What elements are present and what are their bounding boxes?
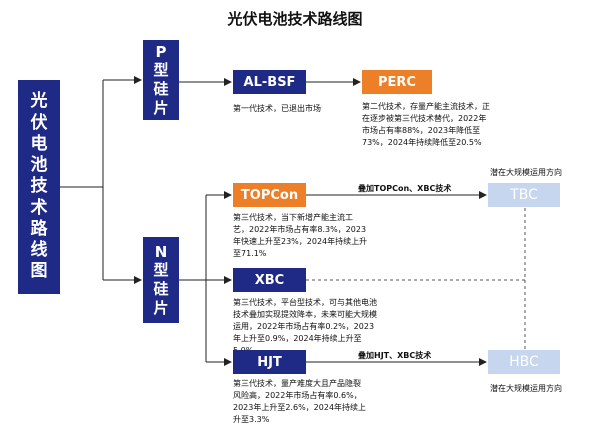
perc-desc: 第二代技术，存量产能主流技术，正在逐步被第三代技术替代，2022年市场占有率88…: [362, 102, 490, 147]
topcon-desc: 第三代技术，当下新增产能主流工艺，2022年市场占有率8.3%，2023年快速上…: [233, 213, 368, 258]
al-bsf-node: AL-BSF: [233, 70, 306, 94]
hbc-node: HBC: [488, 350, 560, 374]
xbc-desc: 第三代技术，平台型技术，可与其他电池技术叠加实现提效降本，未来可能大规模运用，2…: [233, 298, 377, 355]
hbc-note: 潜在大规模运用方向: [490, 384, 562, 393]
page-title: 光伏电池技术路线图: [227, 10, 363, 28]
hjt-desc: 第三代技术，量产难度大且产品隐裂风险高，2022年市场占有率0.6%，2023年…: [233, 379, 367, 424]
al-bsf-desc: 第一代技术，已退出市场: [233, 104, 321, 113]
xbc-node: XBC: [233, 268, 306, 292]
hjt-node: HJT: [233, 350, 306, 374]
p-type-node: P型硅片: [143, 40, 179, 120]
hjt-hbc-label: 叠加HJT、XBC技术: [358, 351, 432, 360]
topcon-tbc-label: 叠加TOPCon、XBC技术: [358, 184, 452, 193]
perc-node: PERC: [362, 70, 432, 94]
tbc-node: TBC: [488, 183, 560, 207]
main-node: 光伏电池技术路线图: [18, 80, 60, 294]
n-type-node: N型硅片: [143, 237, 179, 323]
topcon-node: TOPCon: [233, 183, 306, 207]
tbc-note: 潜在大规模运用方向: [490, 168, 562, 177]
